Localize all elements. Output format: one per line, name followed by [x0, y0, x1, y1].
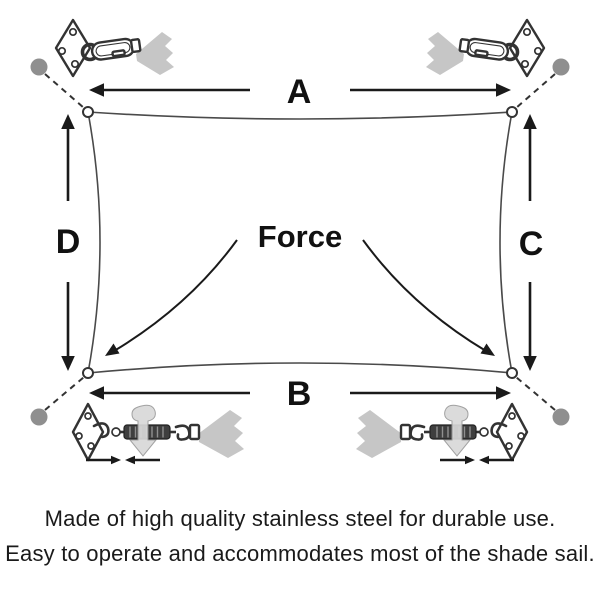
- turnbuckle-assembly-bottom-left-icon: [71, 402, 246, 466]
- caption-line-2: Easy to operate and accommodates most of…: [5, 541, 595, 566]
- sail-corner-rings: [82, 106, 518, 379]
- label-side-d: D: [56, 223, 81, 261]
- label-side-a: A: [287, 73, 312, 111]
- carabiner-assembly-top-left-icon: [54, 18, 176, 78]
- product-caption: Made of high quality stainless steel for…: [0, 501, 600, 571]
- tether-dashed-lines: [44, 73, 556, 411]
- carabiner-assembly-top-right-icon: [424, 18, 546, 78]
- anchor-dot-top-right: [552, 58, 570, 76]
- shade-sail-hardware-diagram: A B D C Force: [30, 18, 570, 466]
- measure-arrow-right: [523, 114, 537, 371]
- measure-arrow-left: [61, 114, 75, 371]
- force-arrow-right: [362, 239, 495, 356]
- label-side-b: B: [287, 375, 312, 413]
- caption-line-1: Made of high quality stainless steel for…: [44, 506, 556, 531]
- anchor-dot-bottom-left: [30, 408, 48, 426]
- force-label: Force: [258, 219, 342, 254]
- anchor-dot-bottom-right: [552, 408, 570, 426]
- label-side-c: C: [519, 225, 544, 263]
- turnbuckle-assembly-bottom-right-icon: [354, 402, 529, 466]
- anchor-dot-top-left: [30, 58, 48, 76]
- force-arrow-left: [105, 239, 238, 356]
- measure-arrow-top: [89, 83, 511, 97]
- anchor-point-dots: [30, 58, 570, 426]
- measure-arrow-bottom: [89, 386, 511, 400]
